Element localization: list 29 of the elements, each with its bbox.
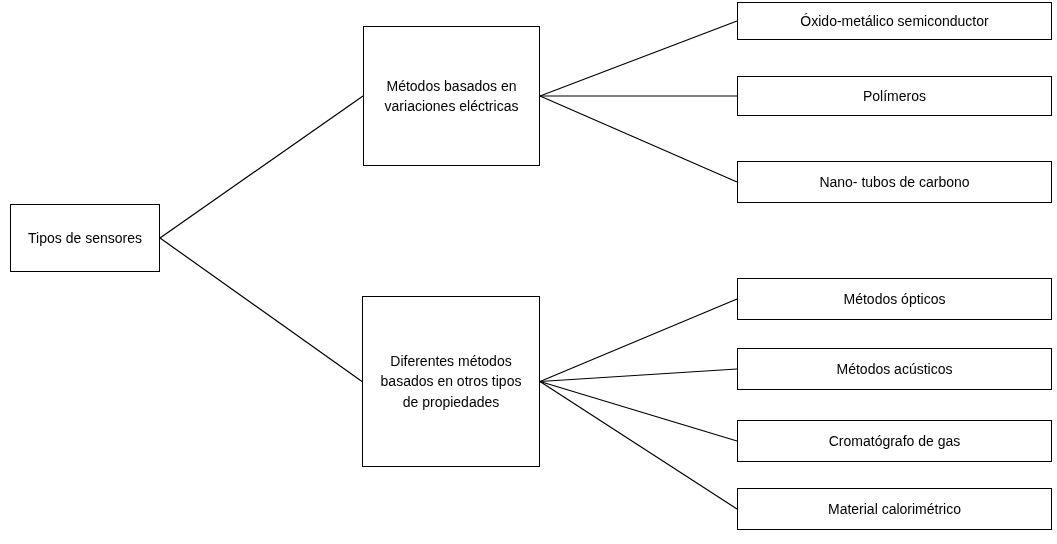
text-box (737, 76, 1052, 116)
connector-line (539, 380, 738, 442)
box-label: Métodos ópticos (843, 289, 946, 309)
box-label: Cromatógrafo de gas (828, 431, 961, 451)
connector-line (159, 95, 364, 239)
box-label: Óxido-metálico semiconductor (800, 11, 989, 31)
connector-line (539, 95, 738, 183)
box-label: Material calorimétrico (827, 499, 961, 519)
text-box (737, 2, 1052, 40)
box-label: Polímeros (863, 86, 926, 106)
box-label: Métodos basados en variaciones eléctricas (383, 76, 520, 116)
text-box (737, 278, 1052, 320)
connector-line (539, 380, 738, 510)
connector-line (539, 95, 738, 97)
connector-line (539, 368, 738, 383)
text-box (363, 26, 540, 166)
text-box (737, 420, 1052, 462)
box-label: Nano- tubos de carbono (819, 172, 970, 192)
text-box (737, 488, 1052, 530)
box-label: Tipos de sensores (28, 228, 142, 248)
text-box (737, 348, 1052, 390)
text-box (737, 161, 1052, 203)
box-label: Métodos acústicos (836, 359, 953, 379)
connector-line (539, 20, 738, 97)
text-box (10, 204, 160, 272)
connector-line (539, 298, 738, 383)
connector-line (159, 237, 363, 383)
box-label: Diferentes métodos basados en otros tipos de propiedades (379, 352, 523, 412)
text-box (362, 296, 540, 467)
